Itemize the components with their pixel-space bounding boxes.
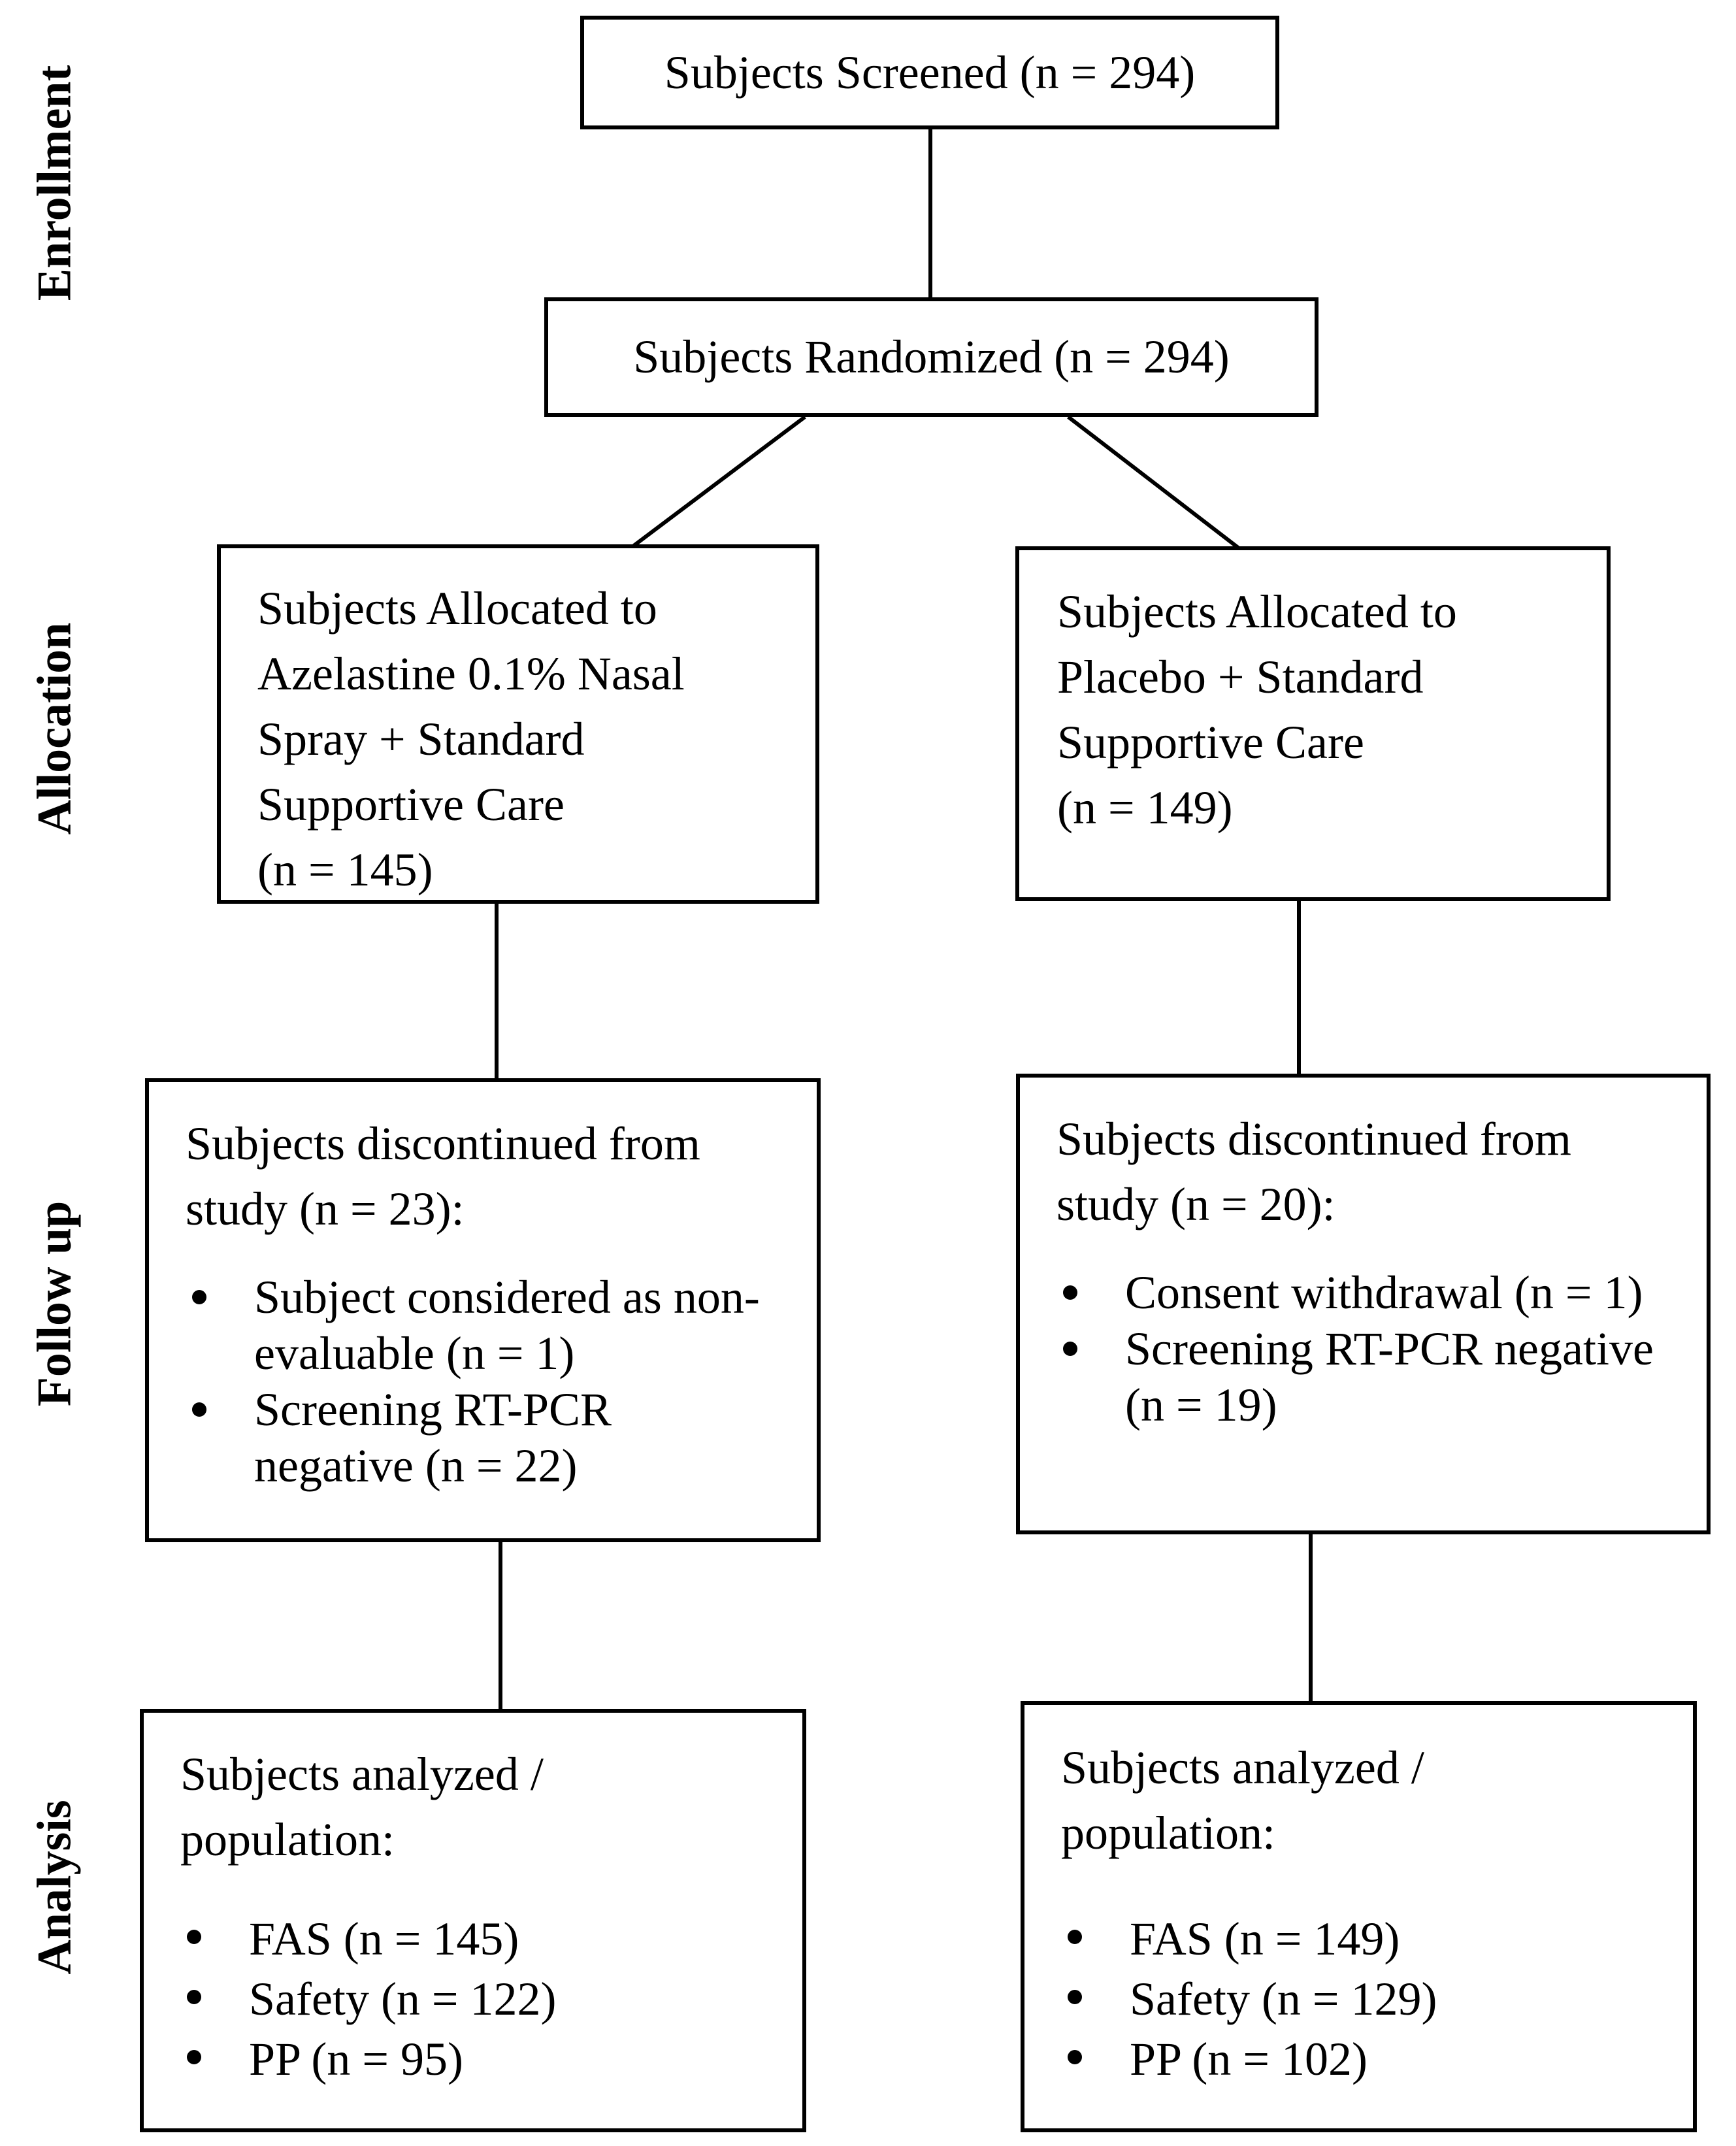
right-allocation-text: Subjects Allocated to Placebo + Standard… <box>1057 586 1457 834</box>
right-followup-box: Subjects discontinued from study (n = 20… <box>1016 1074 1711 1534</box>
screened-box: Subjects Screened (n = 294) <box>580 16 1279 129</box>
right-analysis-box: Subjects analyzed / population: FAS (n =… <box>1021 1701 1697 2132</box>
phase-label-enrollment: Enrollment <box>27 65 82 301</box>
right-followup-list: Consent withdrawal (n = 1) Screening RT-… <box>1056 1264 1680 1433</box>
screened-text: Subjects Screened (n = 294) <box>664 46 1196 99</box>
phase-label-allocation: Allocation <box>27 622 82 835</box>
list-item: Screening RT-PCR negative (n = 22) <box>186 1381 791 1494</box>
phase-label-analysis: Analysis <box>27 1800 82 1975</box>
list-item: Safety (n = 129) <box>1061 1969 1667 2029</box>
connector-randomized-left <box>632 415 806 548</box>
right-analysis-list: FAS (n = 149) Safety (n = 129) PP (n = 1… <box>1061 1909 1667 2089</box>
connector-randomized-right <box>1067 415 1239 550</box>
list-item: Consent withdrawal (n = 1) <box>1056 1264 1680 1321</box>
list-item: Subject considered as non- evaluable (n … <box>186 1269 791 1381</box>
left-analysis-box: Subjects analyzed / population: FAS (n =… <box>140 1709 806 2132</box>
list-item: Screening RT-PCR negative (n = 19) <box>1056 1321 1680 1433</box>
list-item: PP (n = 95) <box>180 2029 776 2089</box>
right-followup-title: Subjects discontinued from study (n = 20… <box>1056 1113 1571 1230</box>
left-allocation-text: Subjects Allocated to Azelastine 0.1% Na… <box>257 582 685 896</box>
list-item: FAS (n = 145) <box>180 1909 776 1969</box>
list-item: PP (n = 102) <box>1061 2029 1667 2089</box>
left-analysis-title: Subjects analyzed / population: <box>180 1748 544 1866</box>
left-followup-box: Subjects discontinued from study (n = 23… <box>145 1078 821 1542</box>
right-analysis-title: Subjects analyzed / population: <box>1061 1742 1424 1859</box>
randomized-text: Subjects Randomized (n = 294) <box>633 331 1230 383</box>
left-followup-list: Subject considered as non- evaluable (n … <box>186 1269 791 1494</box>
phase-label-follow-up: Follow up <box>27 1200 82 1407</box>
list-item: FAS (n = 149) <box>1061 1909 1667 1969</box>
randomized-box: Subjects Randomized (n = 294) <box>544 297 1318 417</box>
right-allocation-box: Subjects Allocated to Placebo + Standard… <box>1015 546 1611 901</box>
left-allocation-box: Subjects Allocated to Azelastine 0.1% Na… <box>217 544 819 904</box>
left-analysis-list: FAS (n = 145) Safety (n = 122) PP (n = 9… <box>180 1909 776 2089</box>
left-followup-title: Subjects discontinued from study (n = 23… <box>186 1117 700 1235</box>
list-item: Safety (n = 122) <box>180 1969 776 2029</box>
